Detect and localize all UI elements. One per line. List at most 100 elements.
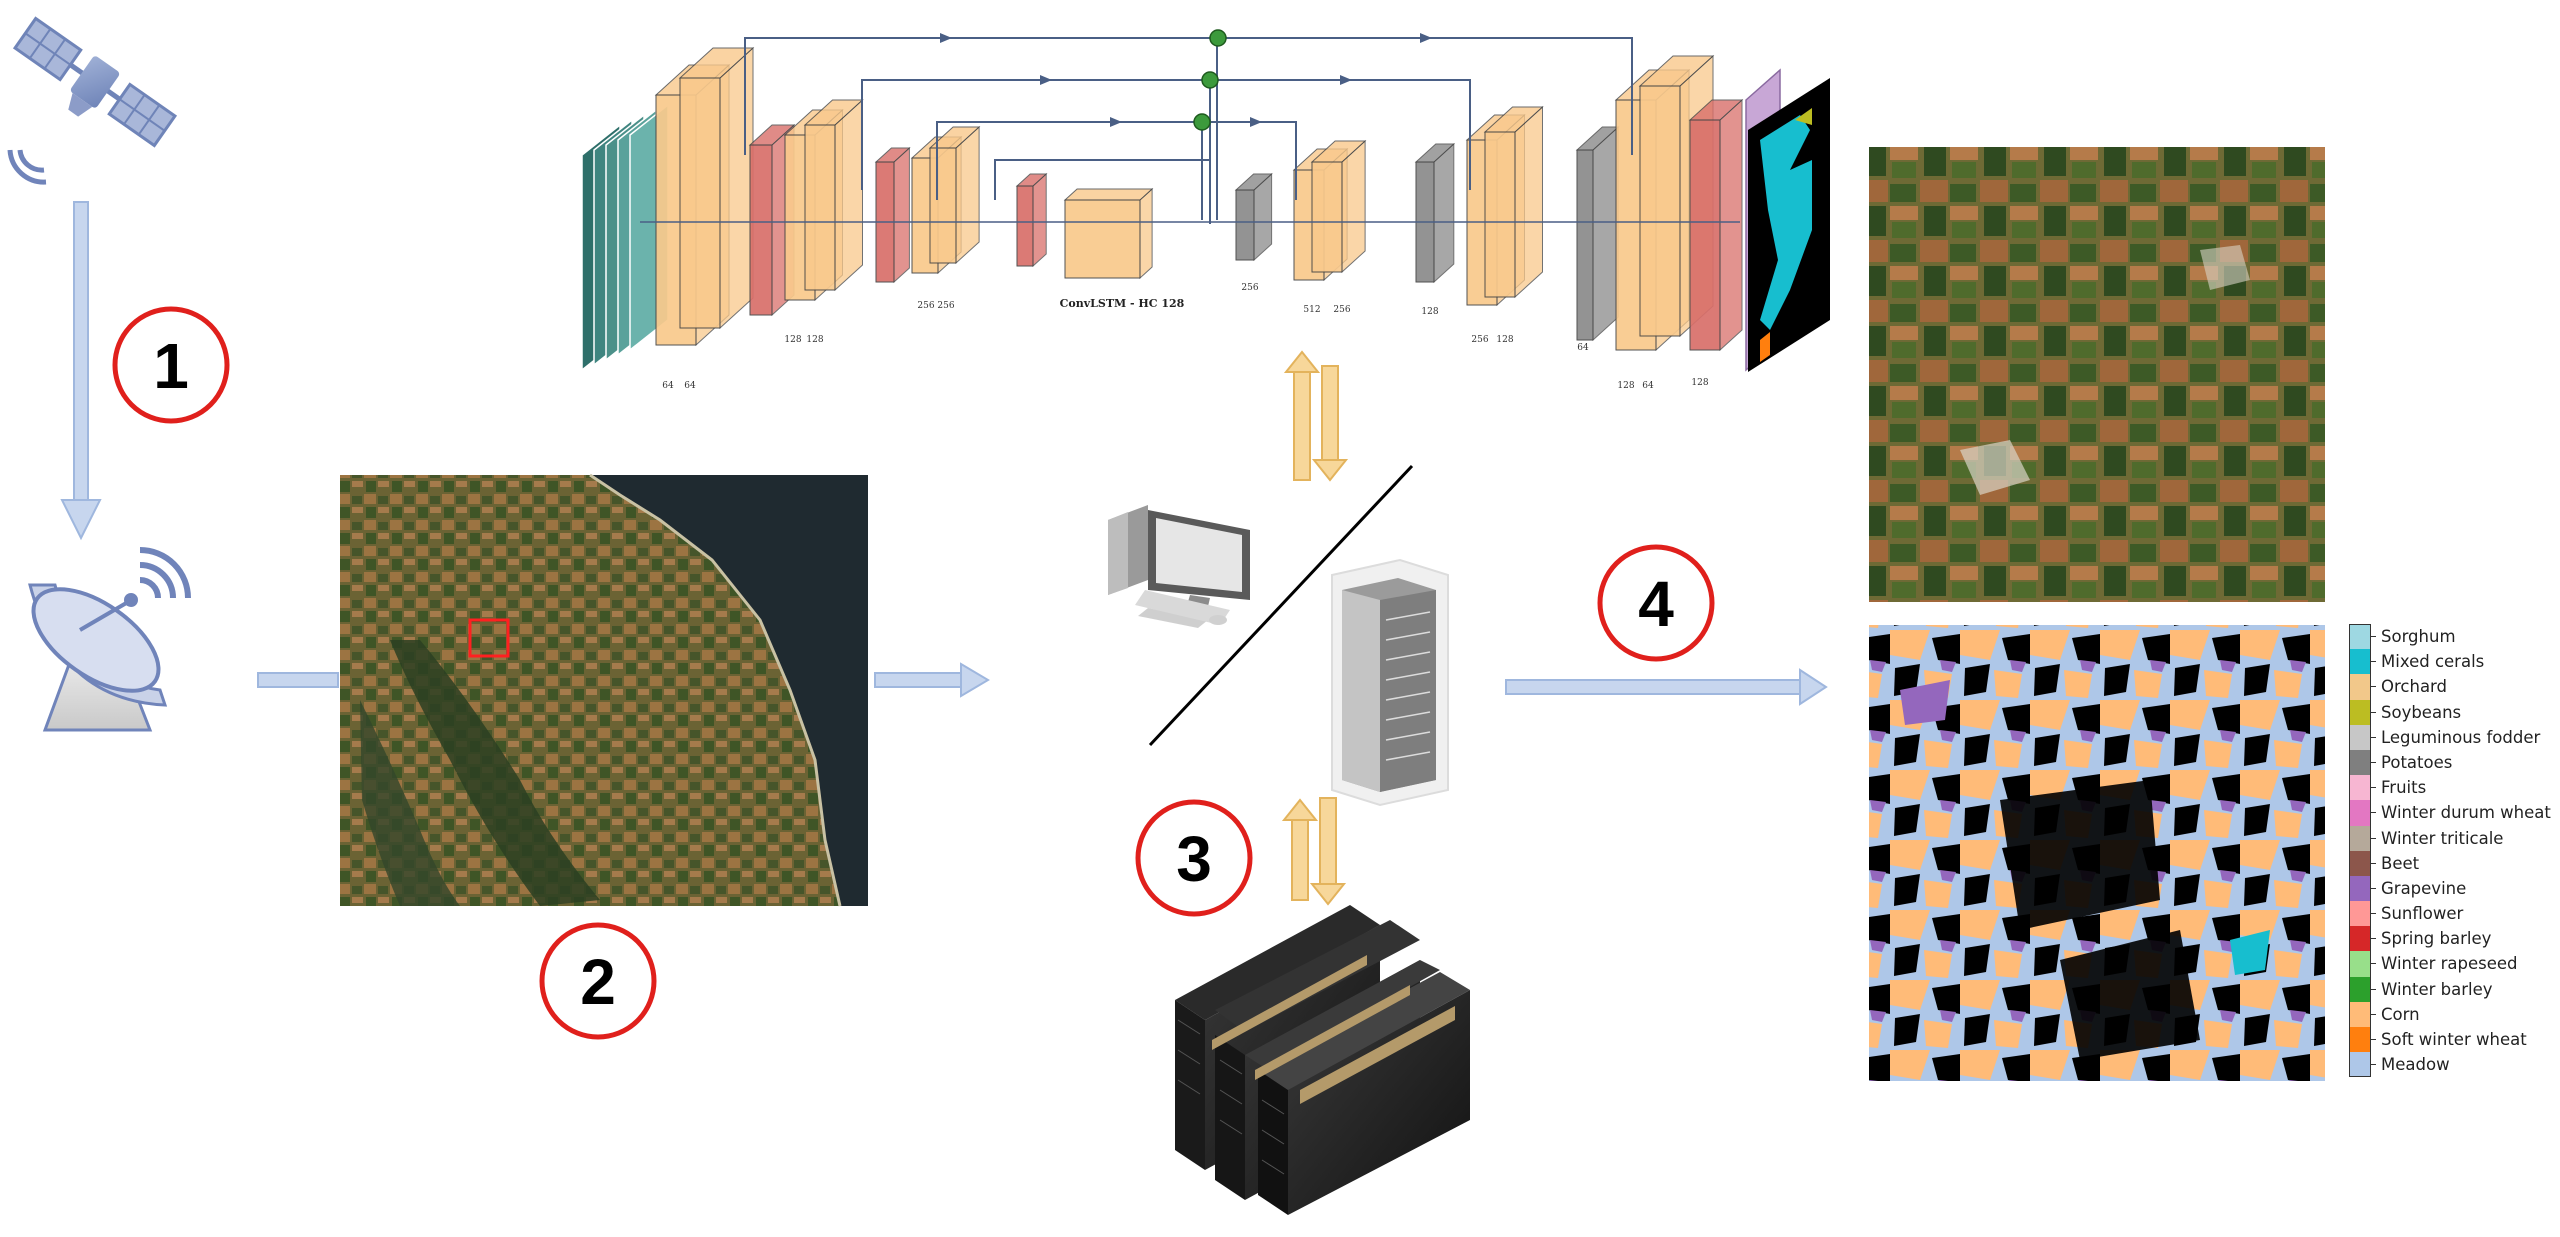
server-rack-icon [1331, 558, 1449, 807]
channel-label: 128 [1496, 335, 1513, 345]
legend-label: Grapevine [2381, 878, 2467, 898]
legend-tick [2371, 1039, 2376, 1040]
channel-label: 64 [662, 381, 674, 391]
channel-label: 128 [806, 335, 823, 345]
channel-label: 64 [1577, 343, 1589, 353]
legend-label: Beet [2381, 853, 2420, 873]
legend-tick [2371, 736, 2376, 738]
skip-node [1209, 29, 1227, 47]
legend-item: Winter durum wheat [2349, 800, 2551, 826]
legend-item: Orchard [2349, 674, 2549, 700]
network-block-encoder [678, 46, 755, 330]
channel-label: 64 [1642, 381, 1654, 391]
step-3-marker: 3 [1135, 799, 1253, 917]
legend-swatch [2349, 775, 2371, 801]
legend-label: Orchard [2381, 677, 2448, 697]
legend-tick [2371, 1013, 2376, 1015]
legend-swatch [2349, 1052, 2371, 1078]
legend-tick [2371, 862, 2376, 864]
legend-swatch [2349, 1001, 2371, 1027]
legend-swatch [2349, 926, 2371, 952]
gpu-exchange-arrows [1281, 797, 1347, 906]
legend-item: Sunflower [2349, 901, 2549, 927]
legend-tick [2371, 711, 2376, 713]
legend-label: Winter rapeseed [2381, 954, 2518, 974]
legend-tick [2371, 636, 2376, 637]
compute-to-output-arrow [1505, 668, 1828, 706]
network-block-upsample [1575, 125, 1620, 342]
legend-label: Winter durum wheat [2381, 803, 2551, 823]
region-satellite-image [340, 473, 868, 907]
skip-connections [744, 29, 1633, 224]
gpu-cards-icon [1175, 905, 1470, 1215]
legend-item: Fruits [2349, 775, 2549, 801]
separator-line [1148, 464, 1414, 747]
step-1-marker: 1 [112, 306, 230, 424]
legend-tick [2371, 787, 2376, 789]
legend-tick [2371, 812, 2376, 814]
step-3-number: 3 [1176, 823, 1212, 895]
network-block-encoder [1310, 139, 1367, 274]
legend-swatch [2349, 875, 2371, 902]
channel-label: 256 [937, 301, 954, 311]
output-segmentation [1745, 68, 1830, 372]
channel-label: 512 [1303, 305, 1320, 315]
network-block-encoder [1063, 187, 1154, 280]
legend-item: Winter rapeseed [2349, 951, 2549, 977]
legend-label: Sunflower [2381, 904, 2464, 924]
channel-label: 128 [1617, 381, 1634, 391]
legend-label: Mixed cerals [2381, 652, 2485, 672]
bottleneck-caption: ConvLSTM - HC 128 [1060, 297, 1185, 310]
step-1-number: 1 [153, 330, 189, 402]
image-to-compute-arrow [874, 662, 990, 698]
step-2-marker: 2 [539, 922, 657, 1040]
legend-label: Soybeans [2381, 702, 2462, 722]
satellite-icon [7, 16, 178, 185]
output-rgb-image [1869, 147, 2325, 602]
legend-tick [2371, 963, 2376, 965]
legend-swatch [2349, 850, 2371, 876]
legend-label: Meadow [2381, 1055, 2450, 1075]
channel-label: 256 [1471, 335, 1488, 345]
legend-label: Sorghum [2381, 627, 2456, 646]
network-block-encoder [803, 98, 864, 292]
skip-node [1201, 71, 1219, 89]
legend-swatch [2349, 976, 2371, 1002]
network-block-pool [1015, 172, 1048, 268]
ground-station-icon [28, 547, 191, 732]
legend-swatch [2349, 800, 2371, 826]
legend-swatch [2349, 901, 2371, 927]
network-block-encoder [1483, 105, 1544, 299]
legend-label: Soft winter wheat [2381, 1030, 2527, 1049]
network-blocks [654, 46, 1744, 352]
step-2-number: 2 [580, 946, 616, 1018]
legend-item: Potatoes [2349, 749, 2549, 776]
legend-swatch [2349, 624, 2371, 650]
legend-tick [2371, 661, 2376, 663]
legend-swatch [2349, 1027, 2371, 1053]
legend-item: Soft winter wheat [2349, 1027, 2549, 1053]
network-block-upsample [1234, 172, 1273, 262]
legend-item: Leguminous fodder [2349, 724, 2549, 750]
legend-item: Winter barley [2349, 976, 2549, 1002]
legend-tick [2371, 938, 2376, 940]
legend-label: Corn [2381, 1004, 2420, 1024]
legend-swatch [2349, 724, 2371, 750]
legend-swatch [2349, 951, 2371, 977]
channel-label: 128 [1691, 378, 1708, 388]
legend-tick [2371, 837, 2376, 839]
legend-item: Winter triticale [2349, 825, 2549, 851]
legend-swatch [2349, 649, 2371, 675]
legend-label: Winter triticale [2381, 828, 2504, 848]
input-time-series [581, 103, 669, 372]
legend-tick [2371, 988, 2376, 990]
legend-tick [2371, 686, 2376, 688]
legend-tick [2371, 1064, 2376, 1066]
step-4-number: 4 [1638, 568, 1674, 640]
network-block-upsample [1414, 142, 1456, 284]
downlink-arrow [60, 201, 102, 541]
crop-classification-map [1869, 625, 2325, 1081]
